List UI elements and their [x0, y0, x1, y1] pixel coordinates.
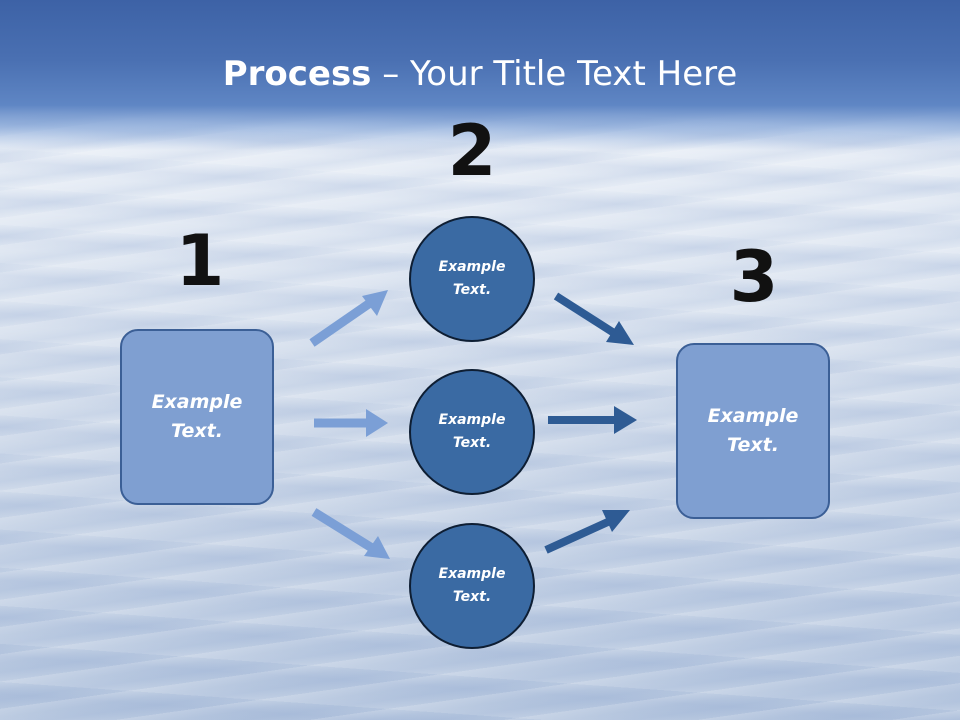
slide-title[interactable]: Process – Your Title Text Here	[0, 52, 960, 96]
process-circle-bottom[interactable]: Example Text.	[409, 523, 535, 649]
step-number-2: 2	[447, 110, 497, 192]
arrow-box-to-middle-circle	[314, 409, 388, 437]
title-band	[0, 0, 960, 150]
process-circle-middle[interactable]: Example Text.	[409, 369, 535, 495]
arrow-middle-circle-to-output	[548, 406, 637, 434]
title-rest: – Your Title Text Here	[371, 54, 738, 94]
circle-top-label-line1: Example	[438, 259, 506, 275]
input-box-label-line2: Text.	[171, 420, 223, 442]
input-box[interactable]: Example Text.	[120, 329, 274, 505]
circle-bottom-label-line1: Example	[438, 566, 506, 582]
output-box-label-line1: Example	[707, 405, 799, 427]
step-number-3: 3	[729, 236, 779, 318]
circle-middle-label-line1: Example	[438, 412, 506, 428]
arrow-box-to-bottom-circle	[311, 508, 390, 559]
circle-bottom-label-line2: Text.	[452, 589, 492, 605]
output-box-label-line2: Text.	[727, 434, 779, 456]
title-bold: Process	[222, 54, 372, 94]
input-box-label-line1: Example	[151, 391, 243, 413]
circle-top-label-line2: Text.	[452, 282, 492, 298]
process-circle-top[interactable]: Example Text.	[409, 216, 535, 342]
step-number-1: 1	[175, 220, 225, 302]
arrow-bottom-circle-to-output	[544, 510, 630, 554]
arrow-box-to-top-circle	[309, 290, 388, 347]
arrow-top-circle-to-output	[553, 292, 634, 345]
circle-middle-label-line2: Text.	[452, 435, 492, 451]
output-box[interactable]: Example Text.	[676, 343, 830, 519]
